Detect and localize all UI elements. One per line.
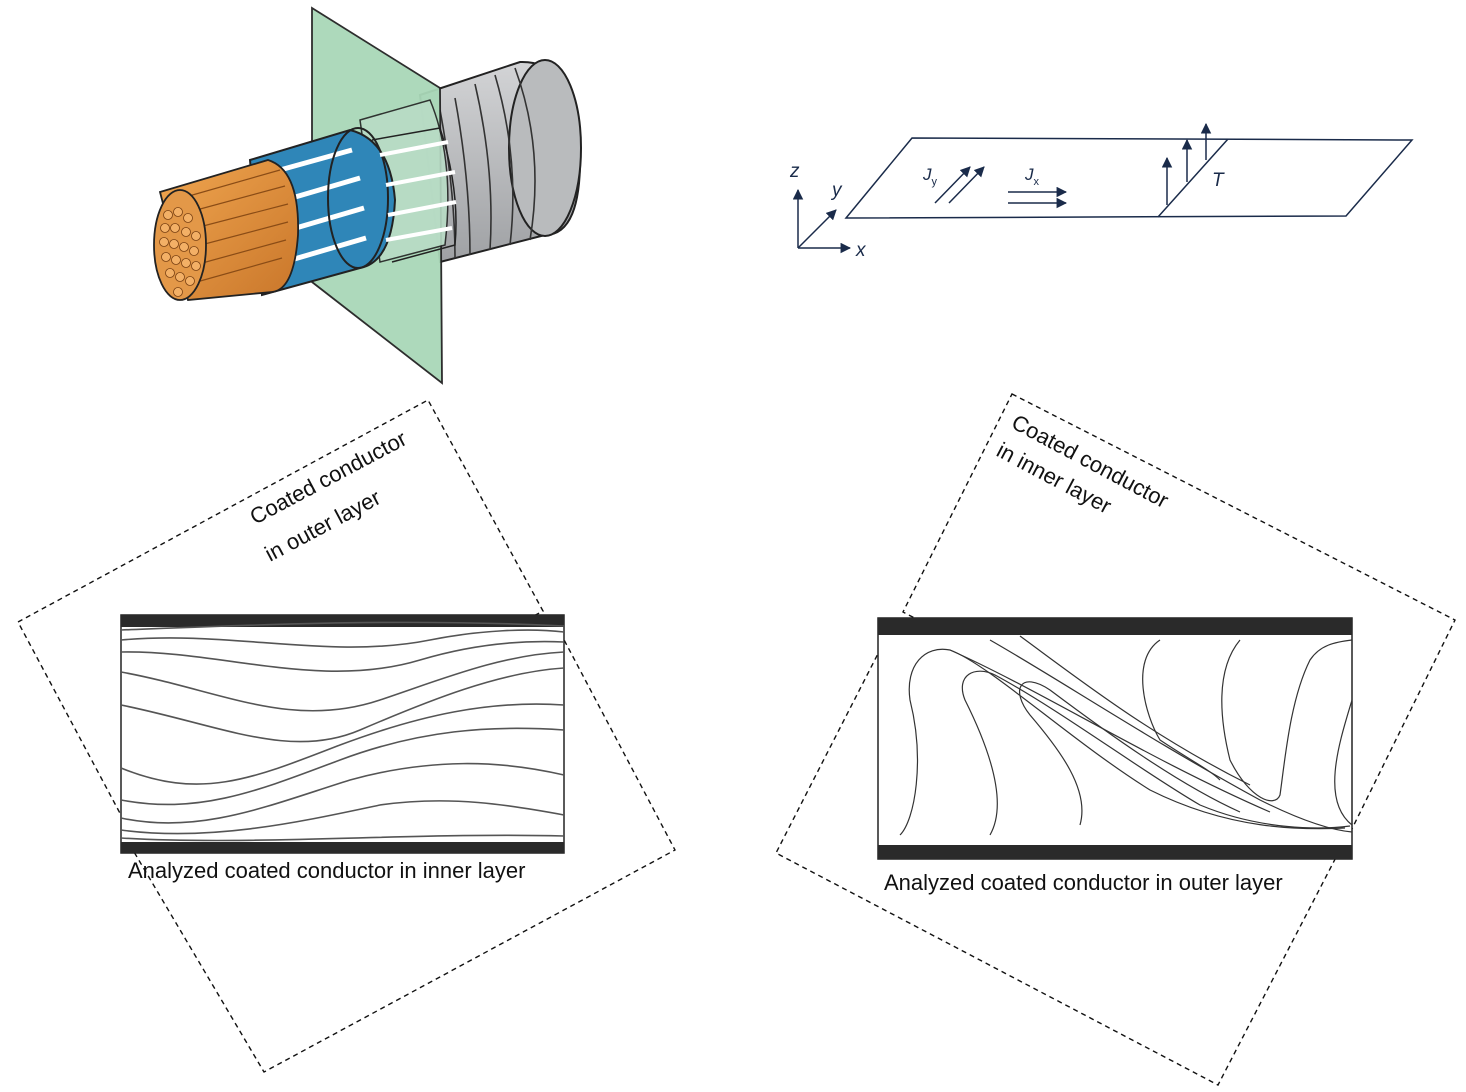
jy-arrow-2 xyxy=(948,166,985,204)
outer-shield-layer xyxy=(418,59,582,264)
y-axis-arrow xyxy=(797,209,837,249)
right-panel: Coated conductor in inner layer Analyzed… xyxy=(775,393,1456,1086)
copper-core xyxy=(153,159,299,301)
right-caption: Analyzed coated conductor in outer layer xyxy=(884,870,1283,895)
left-current-contours xyxy=(120,621,565,842)
left-dashed-box-outer-layer xyxy=(17,399,544,833)
jx-label: Jx xyxy=(1024,165,1040,188)
axis-y-label: y xyxy=(830,180,843,201)
axis-x-label: x xyxy=(855,240,867,261)
left-dashed-box-analysis xyxy=(123,635,676,1073)
right-bottom-band xyxy=(878,845,1352,859)
right-dashed-box-inner-layer xyxy=(902,393,1456,844)
left-top-band xyxy=(121,615,564,627)
coordinate-diagram: z y x Jy Jx T xyxy=(789,122,1414,261)
conductor-sheet xyxy=(844,137,1414,219)
left-panel: Coated conductor in outer layer Analyzed… xyxy=(17,399,676,1073)
left-caption: Analyzed coated conductor in inner layer xyxy=(128,858,525,883)
right-current-contours xyxy=(899,635,1353,836)
jy-label: Jy xyxy=(922,165,938,188)
hts-cable-illustration xyxy=(153,6,582,385)
right-contour-frame xyxy=(877,617,1353,860)
jy-arrow-1 xyxy=(934,166,971,204)
t-label: T xyxy=(1212,170,1225,191)
left-bottom-band xyxy=(121,842,564,853)
right-top-band xyxy=(878,618,1352,635)
left-contour-frame xyxy=(120,614,565,854)
axis-z-label: z xyxy=(789,161,800,182)
sheet-divider xyxy=(1157,138,1229,218)
